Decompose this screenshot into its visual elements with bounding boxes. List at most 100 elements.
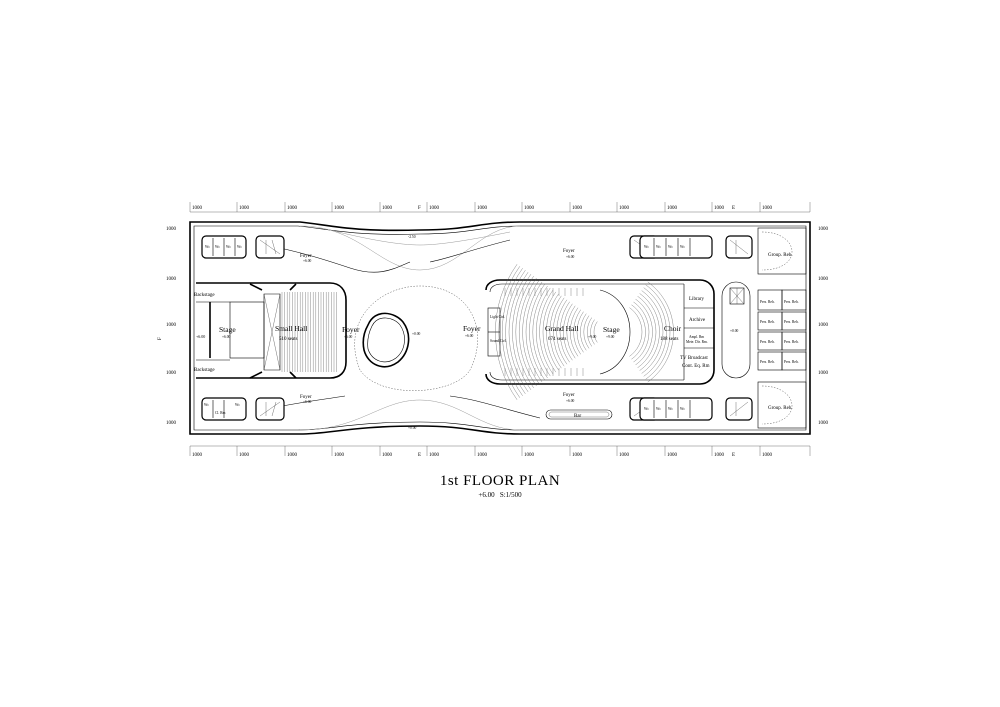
seat-row (641, 290, 664, 374)
seat-row (512, 274, 532, 390)
sound-ctrl-label: Sound Ctrl. (490, 339, 507, 343)
axis-letter-top-f: F (418, 206, 421, 211)
seat-row (639, 293, 660, 371)
small-hall-seats-label: 510 seats (279, 337, 298, 342)
dimension-label: 1000 (382, 453, 393, 458)
seat-row (522, 279, 540, 385)
seat-row (573, 309, 581, 355)
cl-rm-label: Cl. Rm (215, 411, 226, 415)
foyer-level: +6.00 (303, 400, 312, 404)
choir-seats-label: 188 seats (660, 337, 679, 342)
foyer-level: +6.00 (566, 399, 575, 403)
dimension-label: 1000 (667, 206, 678, 211)
rehearsal-wing (757, 227, 807, 429)
corridor-curves (261, 225, 541, 431)
group-reh-top-label: Group. Reh. (768, 253, 793, 258)
dimension-label: 1000 (524, 206, 535, 211)
dimension-label: 1000 (334, 206, 345, 211)
left-bottom-service-block: Wc Wc Cl. Rm (201, 397, 285, 421)
dimension-label: 1000 (239, 206, 250, 211)
library-label: Library (689, 297, 704, 302)
axis-letter-left-f: F (158, 337, 163, 340)
grand-mid-level: +9.00 (588, 335, 597, 339)
foyer-top-right-label: Foyer (563, 249, 575, 254)
pers-reh-label: Pers. Reh. (784, 320, 799, 324)
wc-label: Wc (237, 245, 242, 249)
seat-row (559, 301, 570, 363)
pers-reh-label: Pers. Reh. (760, 300, 775, 304)
seat-row (536, 287, 551, 377)
dimension-label: 1000 (762, 453, 773, 458)
seat-row (645, 284, 671, 380)
central-sculpture: +0.00 (354, 285, 478, 391)
wc-label: Wc (235, 403, 240, 407)
dimension-label: 1000 (762, 206, 773, 211)
right-top-service-block: Wc Wc Wc Wc (629, 235, 753, 259)
dimension-label: 1000 (239, 453, 250, 458)
pers-reh-label: Pers. Reh. (760, 320, 775, 324)
seat-row (549, 295, 562, 369)
seat-row (515, 276, 534, 388)
pers-reh-label: Pers. Reh. (760, 360, 775, 364)
ampl-label: Ampl. Rm (689, 335, 704, 339)
seat-row (587, 317, 592, 347)
small-stage-level: +6.00 (222, 335, 231, 339)
vertical-core: +0.00 (721, 281, 751, 379)
wc-label: Wc (644, 407, 649, 411)
seat-row (647, 281, 674, 383)
dimension-label: 1000 (166, 323, 177, 328)
core-level-right: +0.00 (730, 329, 739, 333)
dimension-label: 1000 (667, 453, 678, 458)
foyer-level: +6.00 (303, 259, 312, 263)
dimension-label: 1000 (429, 206, 440, 211)
wc-label: Wc (668, 407, 673, 411)
dimension-label: 1000 (524, 453, 535, 458)
archive-label: Archive (689, 318, 706, 323)
plan-title: 1st FLOOR PLAN (440, 473, 560, 489)
wc-label: Wc (215, 245, 220, 249)
foyer-bottom-right-label: Foyer (563, 393, 575, 398)
wc-label: Wc (656, 407, 661, 411)
seat-row (590, 319, 595, 345)
seat-row (539, 289, 554, 375)
plan-subtitle: +6.00 S:1/500 (478, 491, 522, 499)
wc-label: Wc (204, 403, 209, 407)
dimension-label: 1000 (818, 227, 829, 232)
foyer-left-label: Foyer (342, 325, 360, 334)
dimension-label: 1000 (287, 206, 298, 211)
dimension-label: 1000 (166, 371, 177, 376)
pers-reh-label: Pers. Reh. (784, 360, 799, 364)
dimension-label: 1000 (287, 453, 298, 458)
dimension-label: 1000 (334, 453, 345, 458)
dimension-label: 1000 (382, 206, 393, 211)
dimension-label: 1000 (572, 206, 583, 211)
wc-label: Wc (644, 245, 649, 249)
choir-label: Choir (664, 324, 682, 333)
pers-reh-label: Pers. Reh. (784, 340, 799, 344)
seat-row (525, 281, 543, 383)
seat-row (495, 264, 518, 400)
dimension-label: 1000 (192, 453, 203, 458)
seat-row (502, 268, 523, 396)
seat-row (631, 304, 646, 360)
seat-row (556, 299, 568, 365)
foyer-top-left-label: Foyer (300, 254, 312, 259)
seat-row (570, 307, 579, 357)
dimension-label: 1000 (166, 277, 177, 282)
seat-row (637, 296, 657, 368)
foyer-bottom-left-label: Foyer (300, 395, 312, 400)
dimension-label: 1000 (818, 323, 829, 328)
tv-broadcast2-label: Cont. Eq. Rm (682, 364, 710, 369)
dimension-label: 1000 (619, 206, 630, 211)
axis-letter-bottom-e2: E (732, 453, 735, 458)
bottom-corridor-level: +0.00 (408, 426, 417, 430)
grand-stage-label: Stage (603, 325, 620, 334)
seat-row (553, 297, 565, 367)
seat-row (546, 293, 559, 371)
pers-reh-label: Pers. Reh. (760, 340, 775, 344)
dimension-label: 1000 (166, 227, 177, 232)
